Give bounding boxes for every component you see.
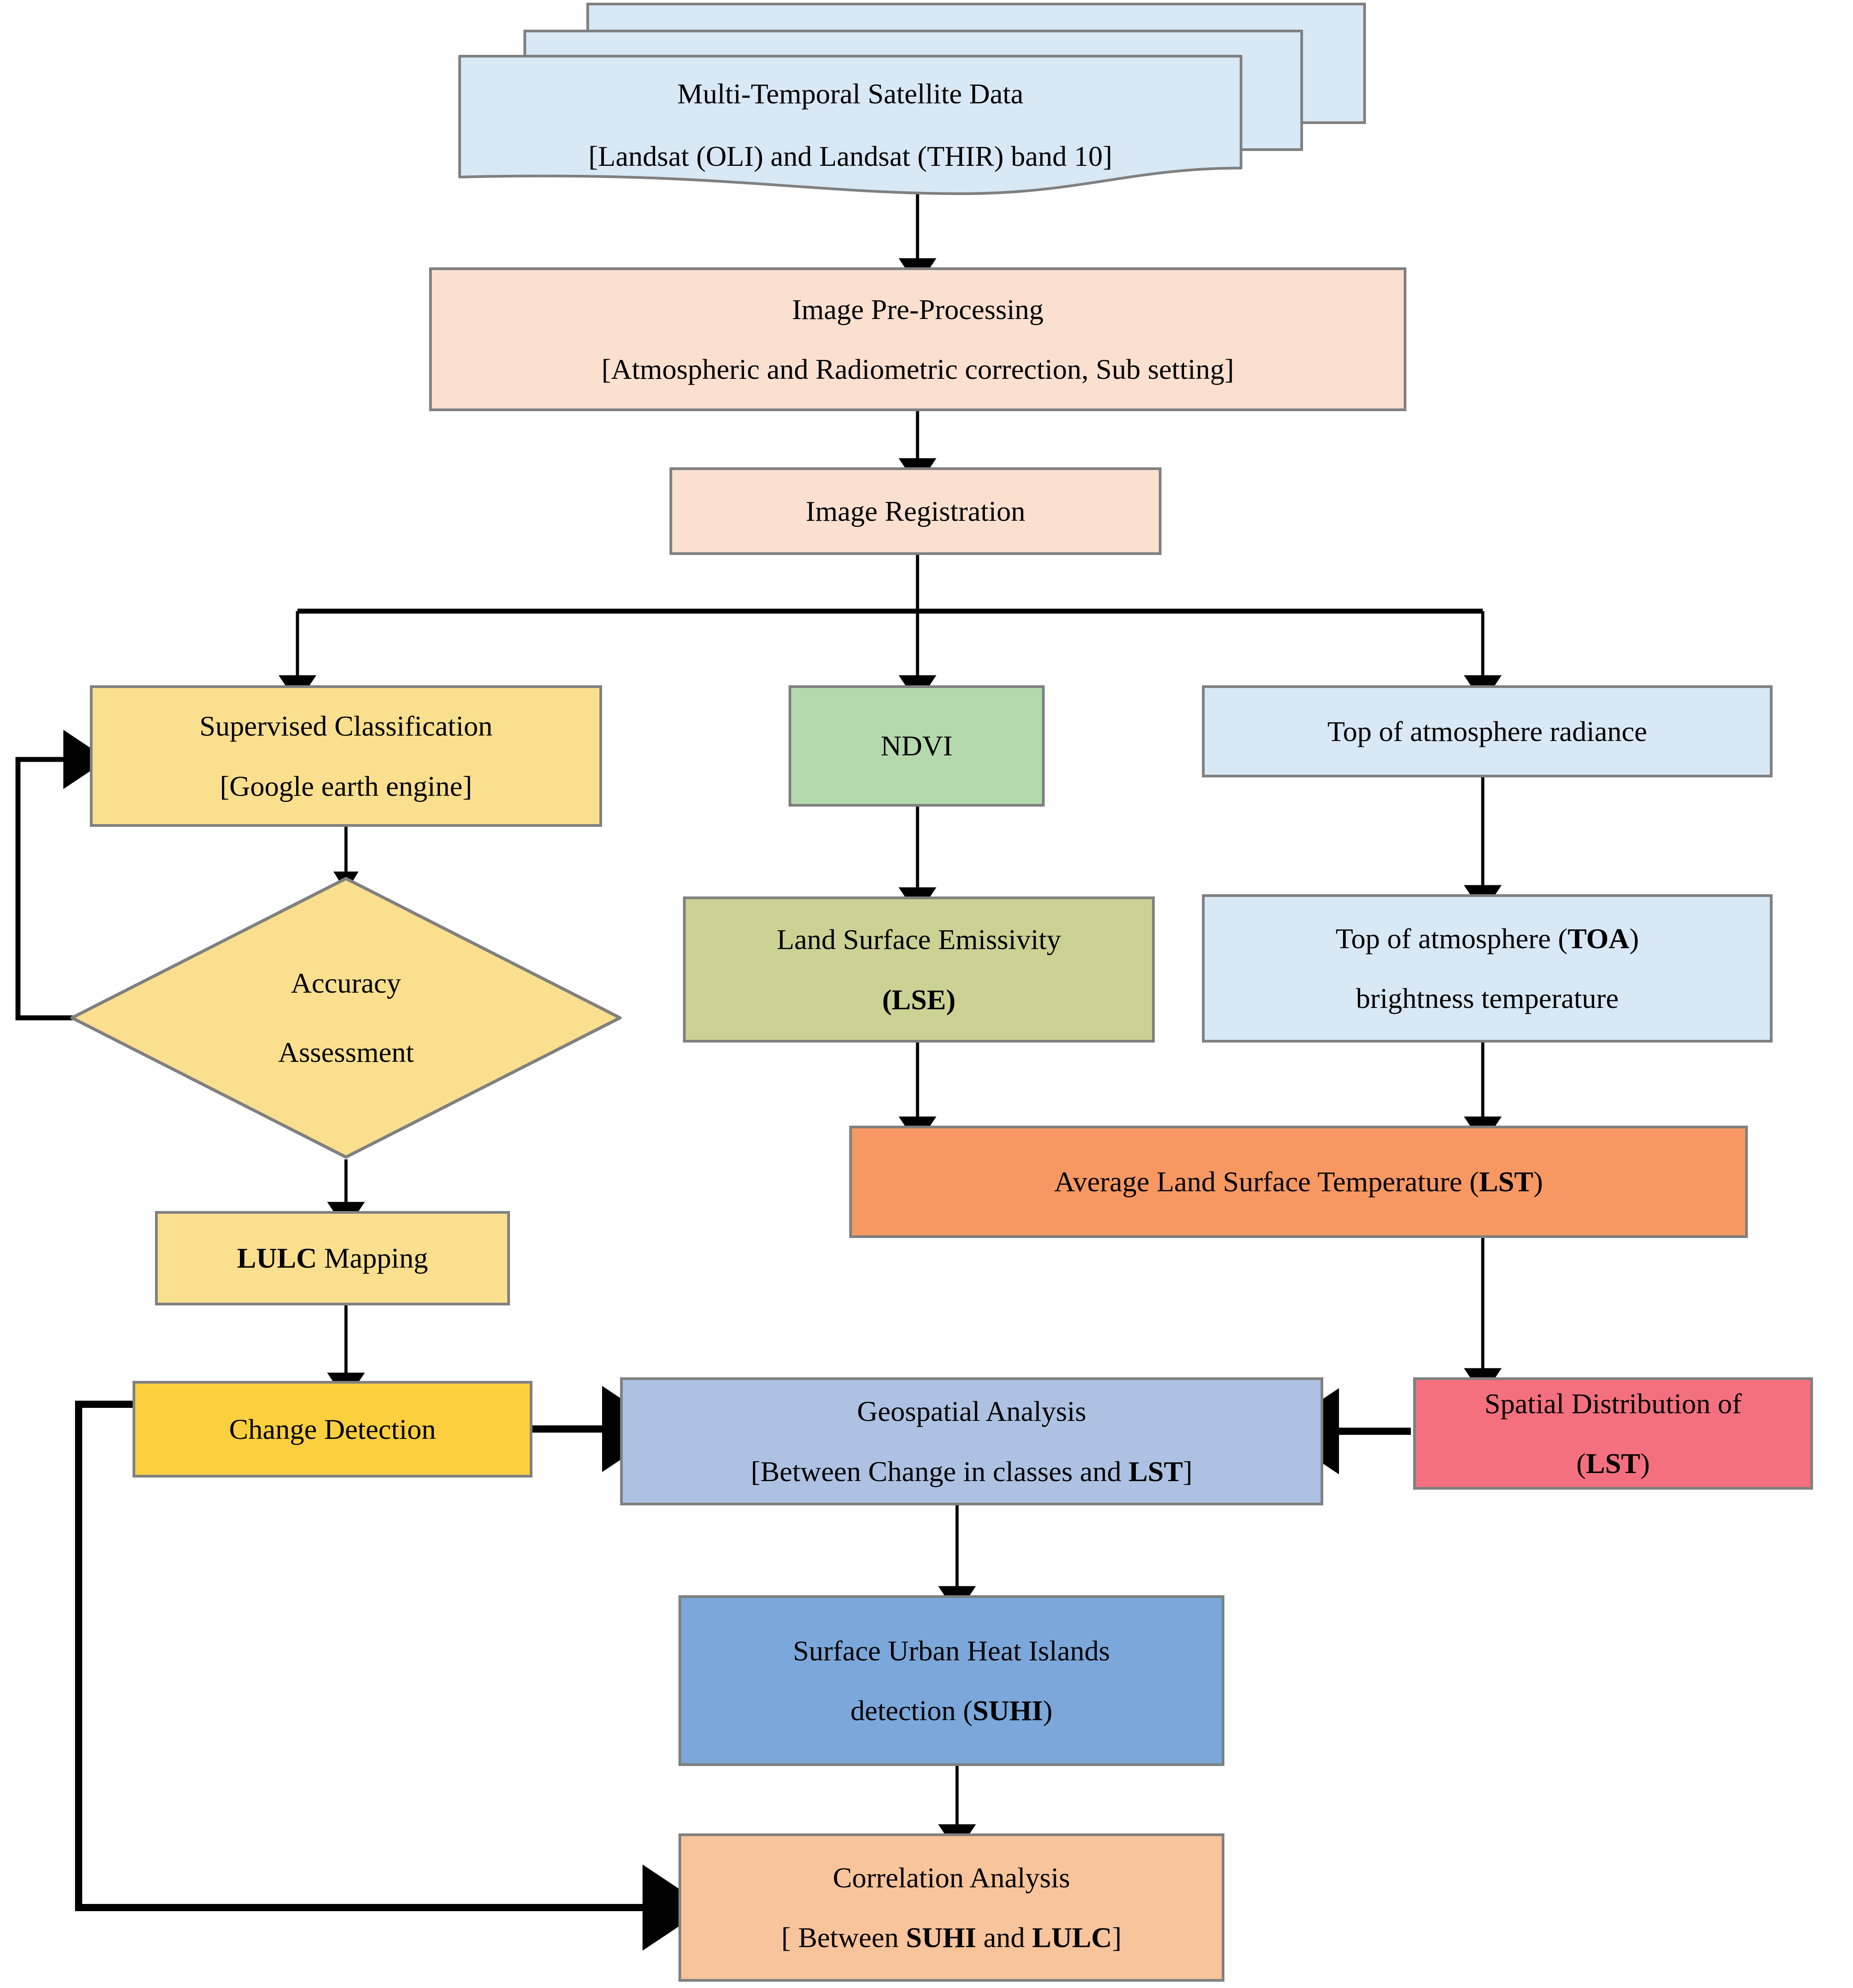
- average-lst-label: Average Land Surface Temperature (LST): [859, 1159, 1738, 1204]
- geospatial-analysis-line2-c: ]: [1183, 1455, 1192, 1487]
- geospatial-analysis-line1: Geospatial Analysis: [857, 1395, 1086, 1428]
- average-lst-text-a: Average Land Surface Temperature (: [1054, 1166, 1479, 1198]
- image-preprocessing-line1: Image Pre-Processing: [792, 293, 1044, 325]
- lulc-mapping-node: LULC Mapping: [155, 1211, 510, 1305]
- spatial-distribution-line2: (LST): [1423, 1441, 1803, 1486]
- suhi-acronym: SUHI: [972, 1695, 1043, 1726]
- toa-radiance-line1: Top of atmosphere radiance: [1327, 715, 1647, 747]
- correlation-line2-c: and: [976, 1921, 1032, 1953]
- image-preprocessing-node: Image Pre-Processing [Atmospheric and Ra…: [429, 267, 1406, 411]
- suhi-line2: detection (SUHI): [688, 1688, 1215, 1733]
- ndvi-node: NDVI: [789, 685, 1045, 807]
- supervised-classification-line2: [Google earth engine]: [220, 770, 472, 802]
- spatial-distribution-lst-node: Spatial Distribution of (LST): [1413, 1377, 1813, 1490]
- suhi-line2-a: detection (: [850, 1695, 973, 1726]
- toa-brightness-line1-a: Top of atmosphere (: [1335, 922, 1568, 954]
- accuracy-assessment-node: Accuracy Assessment: [70, 876, 622, 1159]
- lulc-mapping-acronym: LULC: [237, 1242, 317, 1274]
- correlation-line2-a: [ Between: [781, 1921, 906, 1953]
- spatial-distribution-acronym: LST: [1586, 1447, 1640, 1479]
- toa-brightness-acronym: TOA: [1567, 922, 1630, 954]
- spatial-distribution-line1: Spatial Distribution of: [1484, 1387, 1742, 1420]
- average-lst-node: Average Land Surface Temperature (LST): [849, 1126, 1748, 1238]
- correlation-analysis-line1: Correlation Analysis: [833, 1861, 1070, 1894]
- geospatial-analysis-line2: [Between Change in classes and LST]: [630, 1449, 1313, 1494]
- average-lst-acronym: LST: [1479, 1166, 1534, 1198]
- toa-brightness-line1-c: ): [1629, 922, 1639, 954]
- accuracy-assessment-line1: Accuracy: [291, 967, 401, 999]
- correlation-line2-e: ]: [1112, 1921, 1122, 1953]
- document-shape-icon: [458, 55, 1242, 195]
- toa-radiance-node: Top of atmosphere radiance: [1202, 685, 1773, 777]
- satellite-data-node: Multi-Temporal Satellite Data [Landsat (…: [458, 55, 1242, 195]
- supervised-classification-line1: Supervised Classification: [199, 710, 493, 742]
- diamond-shape-icon: [70, 877, 622, 1159]
- toa-brightness-temperature-node: Top of atmosphere (TOA) brightness tempe…: [1202, 894, 1773, 1043]
- correlation-analysis-node: Correlation Analysis [ Between SUHI and …: [678, 1833, 1224, 1982]
- average-lst-text-c: ): [1533, 1166, 1543, 1198]
- ndvi-line1: NDVI: [881, 730, 953, 762]
- geospatial-analysis-acronym: LST: [1128, 1455, 1183, 1487]
- satellite-data-line1: Multi-Temporal Satellite Data: [677, 77, 1024, 110]
- correlation-lulc-acronym: LULC: [1032, 1921, 1112, 1953]
- geospatial-analysis-node: Geospatial Analysis [Between Change in c…: [620, 1377, 1323, 1505]
- lulc-mapping-rest: Mapping: [317, 1242, 428, 1274]
- lse-line1: Land Surface Emissivity: [776, 923, 1061, 956]
- supervised-classification-node: Supervised Classification [Google earth …: [90, 685, 602, 827]
- satellite-data-document-stack: Multi-Temporal Satellite Data [Landsat (…: [458, 0, 1366, 198]
- change-detection-line1: Change Detection: [229, 1413, 436, 1445]
- image-preprocessing-line2: [Atmospheric and Radiometric correction,…: [601, 353, 1234, 385]
- satellite-data-line2: [Landsat (OLI) and Landsat (THIR) band 1…: [588, 140, 1113, 172]
- toa-brightness-line2: brightness temperature: [1356, 982, 1619, 1014]
- toa-brightness-line1: Top of atmosphere (TOA): [1212, 916, 1763, 961]
- spatial-distribution-paren-close: ): [1640, 1447, 1650, 1479]
- land-surface-emissivity-node: Land Surface Emissivity (LSE): [683, 896, 1155, 1043]
- correlation-suhi-acronym: SUHI: [906, 1921, 976, 1953]
- correlation-analysis-line2: [ Between SUHI and LULC]: [688, 1915, 1215, 1960]
- spatial-distribution-paren-open: (: [1576, 1447, 1586, 1479]
- lulc-mapping-label: LULC Mapping: [165, 1236, 500, 1280]
- accuracy-assessment-line2: Assessment: [278, 1036, 414, 1068]
- suhi-line1: Surface Urban Heat Islands: [793, 1634, 1110, 1667]
- geospatial-analysis-line2-a: [Between Change in classes and: [751, 1455, 1129, 1487]
- suhi-detection-node: Surface Urban Heat Islands detection (SU…: [678, 1595, 1224, 1766]
- change-detection-node: Change Detection: [133, 1381, 532, 1478]
- suhi-line2-c: ): [1043, 1695, 1053, 1726]
- lse-line2: (LSE): [882, 983, 956, 1016]
- image-registration-node: Image Registration: [669, 467, 1161, 555]
- image-registration-line1: Image Registration: [806, 495, 1025, 527]
